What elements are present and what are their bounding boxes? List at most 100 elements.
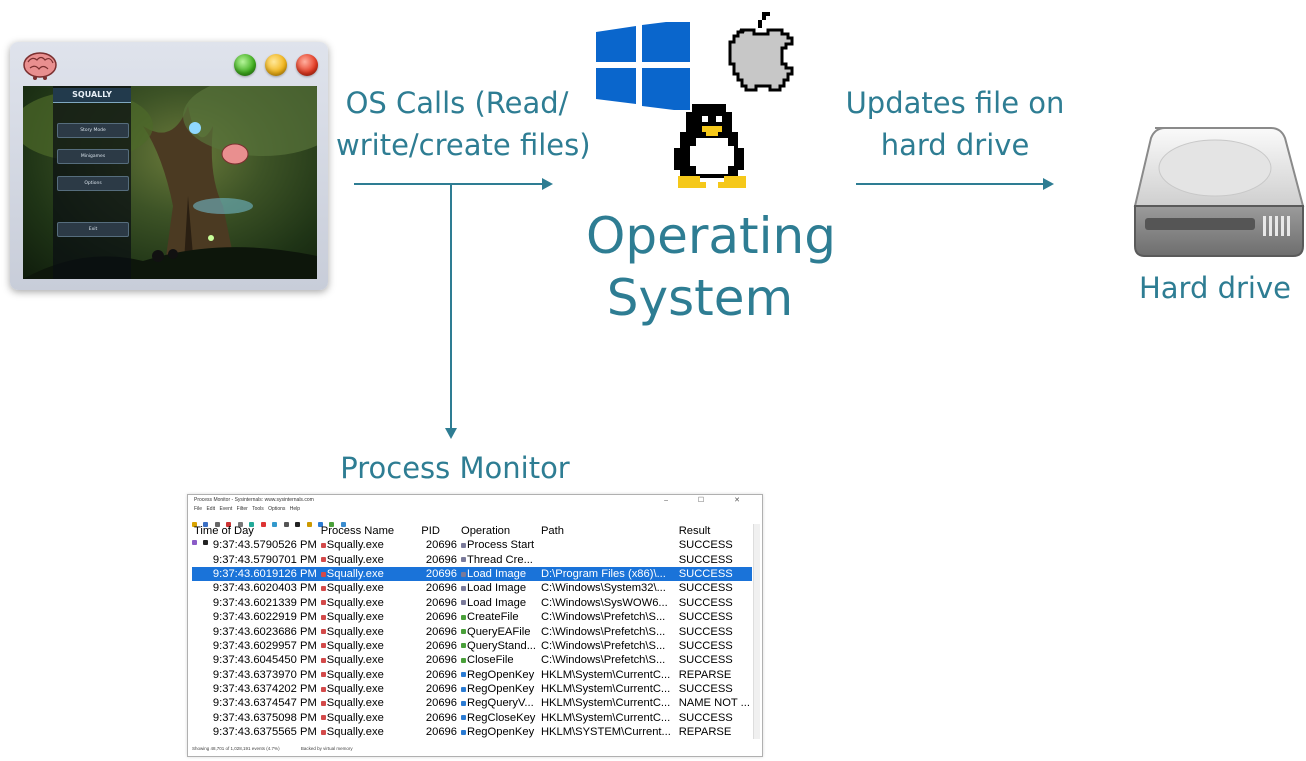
maximize-button[interactable] [234,54,256,76]
cell-path-text: C:\Windows\System32\... [540,582,666,595]
cell-time: 9:37:43.6019126 PM [192,566,319,582]
col-pid[interactable]: PID [421,525,440,537]
magnify-icon[interactable] [214,522,220,527]
cell-result: SUCCESS [677,624,752,638]
cell-operation-text: Load Image [467,567,527,580]
cell-time: 9:37:43.5790701 PM [192,552,319,566]
pm-menu-file[interactable]: File [194,506,203,512]
os-label-line1: Operating [586,207,836,265]
col-operation[interactable]: Operation [461,525,511,537]
cell-result-text: SUCCESS [678,625,733,638]
highlight-icon[interactable] [260,522,266,527]
autoscroll-icon[interactable] [237,522,243,527]
filesystem-icon[interactable] [329,522,335,527]
table-row[interactable]: 9:37:43.6019126 PM Squally.exe 20696 Load I… [192,566,752,582]
cell-process: Squally.exe [319,682,420,696]
process-icon[interactable] [192,540,197,545]
cell-process: Squally.exe [319,668,420,682]
pm-scrollbar[interactable] [753,524,760,739]
cell-result: SUCCESS [677,538,752,552]
col-time[interactable]: Time of Day [194,525,254,537]
process-icon [320,715,326,721]
cell-process: Squally.exe [319,538,420,552]
exit-button[interactable]: Exit [57,222,129,237]
cell-result-text: REPARSE [678,668,732,681]
pm-menu-help[interactable]: Help [289,506,301,512]
tree-icon[interactable] [283,522,289,527]
cell-result-text: SUCCESS [678,611,733,624]
cell-pid-text: 20696 [425,582,457,595]
cell-path-text: C:\Windows\SysWOW6... [540,596,668,609]
cell-time-text: 9:37:43.6022919 PM [212,611,317,624]
cell-result: NAME NOT ... [677,696,752,710]
cell-pid: 20696 [419,696,459,710]
cell-result-text: SUCCESS [678,553,733,566]
profiling-icon[interactable] [203,540,209,545]
pm-toolbar [192,514,352,545]
cell-result-text: NAME NOT ... [678,697,750,710]
cell-pid-text: 20696 [425,683,457,696]
operation-icon [461,600,466,606]
pm-menu-event[interactable]: Event [219,506,233,512]
cell-operation-text: RegOpenKey [467,668,535,681]
cell-time-text: 9:37:43.6020403 PM [212,582,317,595]
minigames-button[interactable]: Minigames [57,149,129,164]
find-icon[interactable] [295,522,301,527]
cell-time: 9:37:43.6022919 PM [192,610,319,624]
cell-pid-text: 20696 [425,567,457,580]
cell-time-text: 9:37:43.6021339 PM [212,596,317,609]
filter-icon[interactable] [249,522,255,527]
cell-pid: 20696 [419,653,459,667]
col-process[interactable]: Process Name [320,525,395,537]
cell-process-text: Squally.exe [326,611,384,624]
pm-menu-options[interactable]: Options [268,506,286,512]
save-icon[interactable] [203,522,209,527]
operation-icon [461,643,466,649]
operating-system-label: Operating System [586,205,836,329]
story-mode-button[interactable]: Story Mode [57,123,129,138]
open-icon[interactable] [192,522,197,527]
close-button[interactable] [296,54,318,76]
pm-menu-tools[interactable]: Tools [252,506,264,512]
cell-pid-text: 20696 [425,711,457,724]
pm-menu-edit[interactable]: Edit [206,506,216,512]
cell-operation-text: RegQueryV... [467,697,534,710]
target-icon[interactable] [272,522,278,527]
process-icon [320,542,326,548]
minimize-button[interactable] [265,54,287,76]
network-icon[interactable] [340,522,346,527]
pm-menu-filter[interactable]: Filter [236,506,248,512]
cell-pid-text: 20696 [425,611,457,624]
options-button[interactable]: Options [57,176,129,191]
registry-icon[interactable] [317,522,323,527]
pm-window-controls[interactable]: – ☐ ✕ [664,497,754,504]
cell-pid: 20696 [419,639,459,653]
cell-path-text: C:\Windows\Prefetch\S... [540,639,666,652]
jump-icon[interactable] [306,522,312,527]
cell-pid-text: 20696 [425,697,457,710]
operation-icon [461,629,466,635]
cell-pid: 20696 [419,538,459,552]
cell-result: SUCCESS [677,610,752,624]
cell-process-text: Squally.exe [326,567,384,580]
cell-process: Squally.exe [319,696,420,710]
col-path[interactable]: Path [540,525,564,537]
cell-operation-text: Load Image [467,582,527,595]
cell-path: C:\Windows\SysWOW6... [539,596,677,610]
hard-drive-icon [1133,127,1305,257]
capture-icon[interactable] [226,522,232,527]
col-result[interactable]: Result [678,525,711,537]
